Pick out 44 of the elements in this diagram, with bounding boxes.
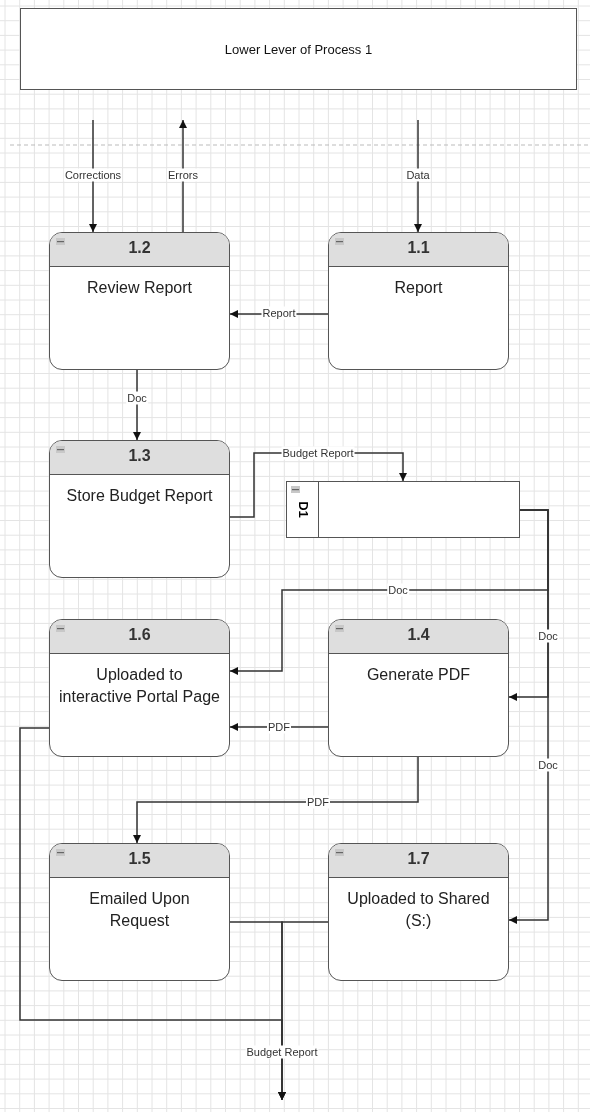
flow-arrow <box>414 119 422 233</box>
process-name: Store Budget Report <box>65 486 214 506</box>
process-name: Uploaded to interactive Portal Page <box>58 665 221 707</box>
process-number: 1.1 <box>407 239 430 257</box>
process-number: 1.5 <box>128 850 151 868</box>
edge-label: Report <box>261 306 297 320</box>
edge-label: Data <box>405 168 431 182</box>
process-box <box>49 843 230 981</box>
edge-label: Budget Report <box>281 446 355 460</box>
flow-arrow <box>508 509 549 924</box>
process-number: 1.6 <box>128 626 151 644</box>
process-name: Uploaded to Shared (S:) <box>346 889 491 931</box>
process-name: Generate PDF <box>365 665 472 685</box>
process-number: 1.2 <box>128 239 151 257</box>
process-name: Emailed Upon Request <box>88 889 191 931</box>
edge-label: PDF <box>267 720 291 734</box>
process-box <box>49 232 230 370</box>
process-name: Review Report <box>86 278 193 298</box>
edge-label: Doc <box>387 583 409 597</box>
edge-label: Corrections <box>63 168 123 182</box>
store-id: D1 <box>295 501 311 518</box>
edge-label: PDF <box>306 795 330 809</box>
flow-arrow <box>133 756 419 844</box>
flow-arrow <box>133 369 141 441</box>
edge-label: Doc <box>537 629 559 643</box>
process-number: 1.7 <box>407 850 430 868</box>
process-number: 1.3 <box>128 447 151 465</box>
process-box <box>328 619 509 757</box>
data-store <box>286 481 520 538</box>
process-box <box>328 843 509 981</box>
external-entity-box <box>20 8 577 90</box>
entity-title: Lower Lever of Process 1 <box>224 41 373 57</box>
edge-label: Budget Report <box>245 1045 319 1059</box>
flow-arrow <box>19 727 286 1101</box>
edge-label: Errors <box>167 168 199 182</box>
edge-label: Doc <box>126 391 148 405</box>
process-box <box>49 619 230 757</box>
process-box <box>49 440 230 578</box>
flow-arrow <box>179 119 187 233</box>
flow-arrow <box>89 119 97 233</box>
process-name: Report <box>393 278 444 298</box>
edge-label: Doc <box>537 758 559 772</box>
process-number: 1.4 <box>407 626 430 644</box>
process-box <box>328 232 509 370</box>
